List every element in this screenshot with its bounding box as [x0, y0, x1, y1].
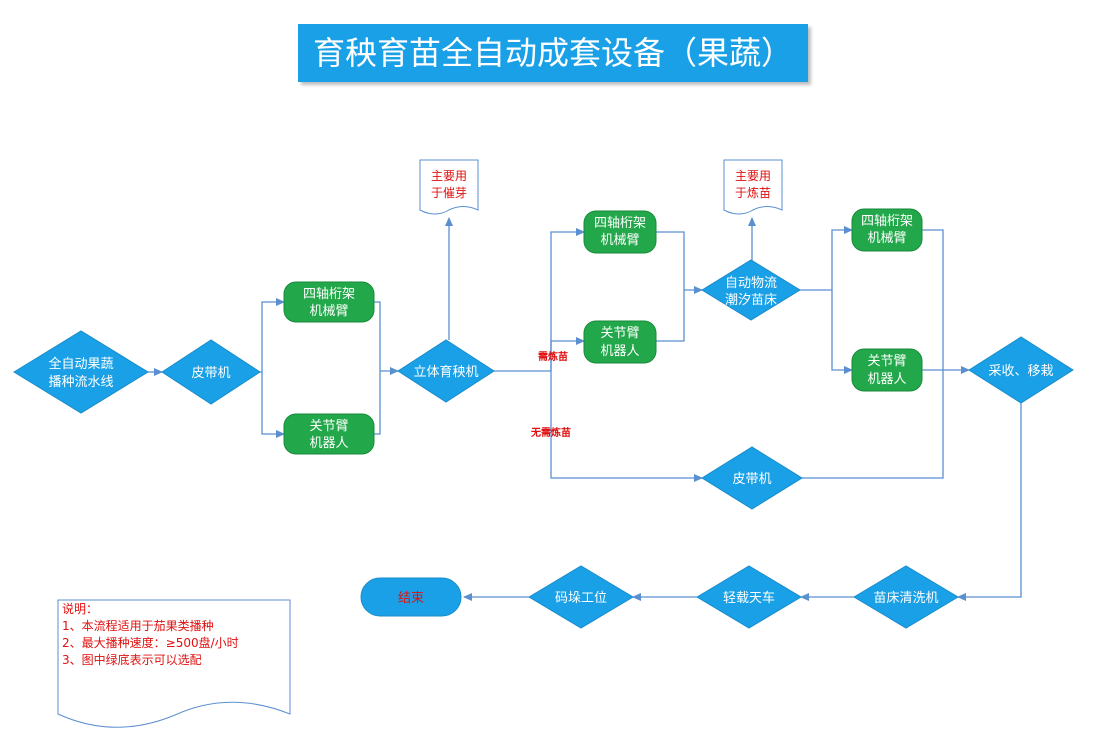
node-robot-arm-1-l2: 机器人: [309, 436, 348, 451]
node-nursery-machine[interactable]: 立体育秧机: [397, 339, 495, 403]
branch-label-noneed: 无需炼苗: [530, 426, 571, 439]
legend-note-line-2: 2、最大播种速度：≥500盘/小时: [62, 635, 239, 650]
node-robot-arm-2[interactable]: 关节臂 机器人: [583, 320, 657, 364]
node-gantry-arm-2-l2: 机械臂: [600, 233, 639, 248]
doc-note-hardening-l2: 于炼苗: [735, 185, 771, 200]
node-gantry-arm-3-l1: 四轴桁架: [861, 214, 913, 229]
node-gantry-arm-3-l2: 机械臂: [867, 231, 906, 246]
edge-belt-to-robot1: [261, 372, 285, 438]
node-robot-arm-1-l1: 关节臂: [309, 419, 348, 434]
node-belt-conveyor-2-label: 皮带机: [732, 472, 771, 487]
edge-to-gantry3: [831, 226, 853, 290]
node-gantry-arm-1[interactable]: 四轴桁架 机械臂: [283, 281, 375, 323]
node-harvest-transplant-label: 采收、移栽: [988, 363, 1053, 379]
edge-merge-3: [802, 229, 944, 479]
edge-merge-2: [656, 231, 685, 342]
node-gantry-arm-3[interactable]: 四轴桁架 机械臂: [851, 208, 923, 252]
node-tidal-seedbed-l1: 自动物流: [725, 276, 777, 291]
edge-harvest-to-cleaner: [957, 402, 1022, 601]
node-gantry-arm-2[interactable]: 四轴桁架 机械臂: [583, 210, 657, 254]
node-end[interactable]: 结束: [360, 577, 462, 617]
node-belt-conveyor-1[interactable]: 皮带机: [161, 339, 261, 405]
node-seedbed-cleaner-label: 苗床清洗机: [873, 591, 938, 606]
node-belt-conveyor-2[interactable]: 皮带机: [701, 446, 803, 510]
node-seeding-line[interactable]: 全自动果蔬 播种流水线: [13, 330, 149, 414]
edge-to-robot2: [550, 337, 585, 371]
legend-note-line-1: 1、本流程适用于茄果类播种: [62, 618, 214, 633]
node-robot-arm-2-l1: 关节臂: [600, 326, 639, 341]
node-seedbed-cleaner[interactable]: 苗床清洗机: [853, 565, 959, 629]
node-gantry-arm-1-l2: 机械臂: [309, 304, 348, 319]
node-tidal-seedbed[interactable]: 自动物流 潮汐苗床: [701, 259, 801, 321]
edge-to-gantry2: [550, 228, 585, 371]
node-gantry-arm-2-l1: 四轴桁架: [594, 216, 646, 231]
edge-to-robot3: [831, 290, 853, 374]
node-gantry-arm-1-l1: 四轴桁架: [303, 287, 355, 302]
doc-note-germination-l1: 主要用: [431, 169, 467, 183]
legend-note: 说明： 1、本流程适用于茄果类播种 2、最大播种速度：≥500盘/小时 3、图中…: [57, 599, 291, 728]
legend-note-line-0: 说明：: [62, 601, 98, 616]
edge-merge-1: [374, 301, 381, 435]
node-tidal-seedbed-l2: 潮汐苗床: [725, 292, 777, 308]
edge-belt-to-gantry1: [260, 298, 285, 373]
branch-label-need: 需炼苗: [538, 350, 568, 363]
node-harvest-transplant[interactable]: 采收、移栽: [968, 336, 1074, 404]
node-robot-arm-1[interactable]: 关节臂 机器人: [283, 413, 375, 455]
legend-note-line-3: 3、图中绿底表示可以选配: [62, 652, 202, 667]
node-nursery-machine-label: 立体育秧机: [413, 364, 478, 380]
node-end-label: 结束: [398, 591, 424, 606]
node-robot-arm-3-l1: 关节臂: [867, 354, 906, 369]
node-light-crane-label: 轻载天车: [723, 590, 775, 606]
node-light-crane[interactable]: 轻载天车: [696, 565, 802, 629]
doc-note-hardening-l1: 主要用: [735, 169, 771, 183]
edge-to-belt2: [550, 371, 703, 482]
doc-note-hardening: 主要用 于炼苗: [723, 159, 783, 215]
node-robot-arm-2-l2: 机器人: [600, 344, 639, 359]
doc-note-germination-l2: 于催芽: [431, 186, 467, 200]
flow-edges: [148, 217, 1022, 601]
node-robot-arm-3[interactable]: 关节臂 机器人: [851, 348, 923, 392]
doc-note-germination: 主要用 于催芽: [419, 159, 479, 215]
diagram-title: 育秧育苗全自动成套设备（果蔬）: [298, 24, 808, 82]
node-stacking-station-label: 码垛工位: [555, 591, 607, 606]
node-seeding-line-l1: 全自动果蔬: [48, 356, 113, 372]
node-seeding-line-l2: 播种流水线: [48, 375, 113, 390]
node-stacking-station[interactable]: 码垛工位: [528, 565, 634, 629]
node-belt-conveyor-1-label: 皮带机: [191, 366, 230, 381]
node-robot-arm-3-l2: 机器人: [867, 372, 906, 387]
